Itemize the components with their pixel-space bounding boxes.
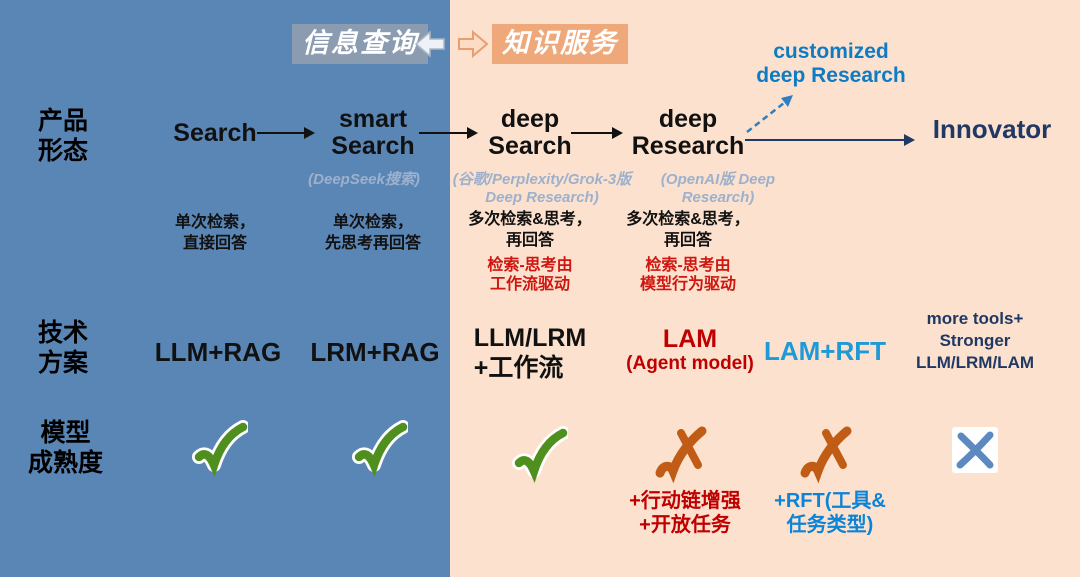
tech-search: LLM+RAG <box>154 337 282 367</box>
desc-deep-research-driver: 检索-思考由 模型行为驱动 <box>639 257 737 293</box>
tech-deep-research: LAM <box>662 325 718 353</box>
knowledge-service-tag: 知识服务 <box>492 24 628 64</box>
flow-arrow-icon <box>419 126 478 139</box>
green-check-icon <box>192 420 248 477</box>
flow-node-customized-deep-research: customized deep Research <box>756 40 906 87</box>
green-check-icon <box>352 420 408 477</box>
flow-node-deep-research: deep Research <box>631 105 745 160</box>
desc-deep-research: 多次检索&思考， 再回答 <box>626 211 750 249</box>
row-label-tech-plan: 技术 方案 <box>38 319 89 377</box>
caption-deepseek: (DeepSeek搜索) <box>308 171 420 188</box>
tech-innovator: more tools+ Stronger LLM/LRM/LAM <box>915 309 1035 372</box>
flow-node-smart-search: smart Search <box>331 105 415 160</box>
row-label-model-maturity: 模型 成熟度 <box>28 419 104 477</box>
blue-x-icon <box>956 431 994 469</box>
tech-deep-search: LLM/LRM +工作流 <box>473 324 587 382</box>
row-label-product-form: 产品 形态 <box>38 107 89 165</box>
tech-smart-search: LRM+RAG <box>310 337 440 367</box>
flow-arrow-icon <box>571 126 623 139</box>
tech-deep-research-sub: (Agent model) <box>626 353 754 374</box>
caption-google-perplexity-grok: (谷歌/Perplexity/Grok-3版 Deep Research) <box>452 171 632 206</box>
info-query-tag: 信息查询 <box>292 24 428 64</box>
desc-deep-search: 多次检索&思考， 再回答 <box>468 211 592 249</box>
flow-node-innovator: Innovator <box>932 114 1052 144</box>
info-query-panel-bg <box>0 0 450 577</box>
note-rft-tools: +RFT(工具& 任务类型) <box>774 490 886 536</box>
flow-node-search: Search <box>173 119 257 147</box>
left-block-arrow-icon <box>414 30 445 58</box>
tech-customized: LAM+RFT <box>763 336 887 366</box>
desc-smart-search: 单次检索， 先思考再回答 <box>324 214 422 252</box>
flow-arrow-icon <box>257 126 315 139</box>
orange-cross-icon <box>800 426 852 484</box>
flow-node-deep-search: deep Search <box>488 105 572 160</box>
desc-deep-search-driver: 检索-思考由 工作流驱动 <box>487 257 573 293</box>
green-check-icon <box>512 426 568 483</box>
flow-arrow-icon <box>745 133 915 146</box>
right-block-arrow-icon <box>458 29 489 59</box>
knowledge-service-panel-bg <box>450 0 1080 577</box>
orange-cross-icon <box>655 426 707 484</box>
desc-search: 单次检索， 直接回答 <box>174 214 256 252</box>
blue-x-chip <box>952 427 998 473</box>
caption-openai: (OpenAI版 Deep Research) <box>660 171 776 206</box>
note-action-chain: +行动链增强 +开放任务 <box>629 490 741 536</box>
dashed-arrow-icon <box>746 95 793 133</box>
